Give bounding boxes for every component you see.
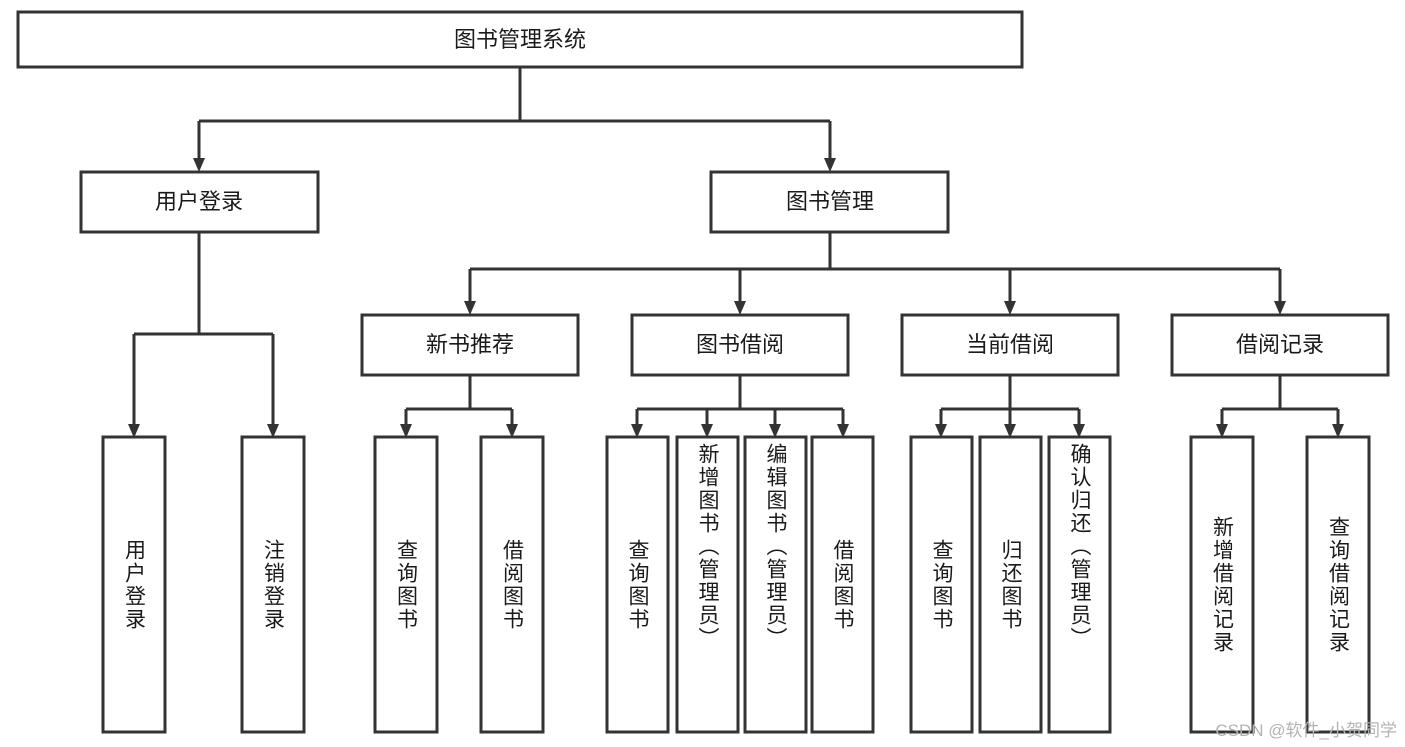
node-new-book-recommend-box[interactable]	[360, 313, 580, 377]
arrowhead-current-borrow-leaf-2	[1004, 424, 1016, 438]
node-book-borrow-label: 图书借阅	[696, 332, 784, 357]
arrowhead-new-book-leaf-1	[400, 424, 412, 438]
arrowhead-new-book-leaf-2	[506, 424, 518, 438]
arrowhead-current-borrow-leaf-3	[1073, 424, 1085, 438]
leaf-box-book-borrow-3[interactable]	[743, 435, 808, 734]
csdn-watermark: CSDN @软件_小贺同学	[1215, 721, 1397, 740]
node-book-borrow-box[interactable]	[630, 313, 850, 377]
node-book-manage-label: 图书管理	[786, 189, 874, 214]
node-borrow-record-box[interactable]	[1170, 313, 1390, 377]
leaf-box-book-borrow-4[interactable]	[810, 435, 875, 734]
node-root-box[interactable]	[16, 10, 1024, 69]
arrowhead-borrow-record	[1274, 301, 1286, 315]
node-current-borrow[interactable]: 当前借阅	[900, 313, 1120, 377]
node-current-borrow-label: 当前借阅	[966, 332, 1054, 357]
arrowhead-book-borrow-leaf-2	[701, 424, 713, 438]
arrowhead-borrow-record-leaf-1	[1216, 424, 1228, 438]
leaf-box-user-login-2[interactable]	[240, 435, 306, 734]
arrowhead-book-borrow-leaf-4	[837, 424, 849, 438]
node-book-borrow[interactable]: 图书借阅	[630, 313, 850, 377]
leaf-box-new-book-1[interactable]	[373, 435, 439, 734]
node-root-label: 图书管理系统	[454, 27, 586, 52]
node-book-manage-box[interactable]	[709, 170, 950, 234]
node-root[interactable]: 图书管理系统	[16, 10, 1024, 69]
node-new-book-recommend[interactable]: 新书推荐	[360, 313, 580, 377]
leaf-box-book-borrow-2[interactable]	[675, 435, 740, 734]
node-user-login-label: 用户登录	[155, 189, 243, 214]
node-borrow-record-label: 借阅记录	[1236, 332, 1324, 357]
node-book-manage[interactable]: 图书管理	[709, 170, 950, 234]
leaf-box-user-login-1[interactable]	[101, 435, 167, 734]
arrowhead-book-borrow	[734, 301, 746, 315]
arrowhead-leaf-user-login-1	[128, 424, 140, 438]
leaf-box-borrow-record-1[interactable]	[1189, 435, 1255, 734]
arrowhead-book-borrow-leaf-1	[631, 424, 643, 438]
node-user-login[interactable]: 用户登录	[79, 170, 320, 234]
arrowhead-current-borrow	[1004, 301, 1016, 315]
arrowhead-book-borrow-leaf-3	[769, 424, 781, 438]
arrowhead-borrow-record-leaf-2	[1332, 424, 1344, 438]
node-current-borrow-box[interactable]	[900, 313, 1120, 377]
node-borrow-record[interactable]: 借阅记录	[1170, 313, 1390, 377]
leaf-box-current-borrow-3[interactable]	[1047, 435, 1112, 734]
leaf-box-current-borrow-1[interactable]	[909, 435, 974, 734]
leaf-box-current-borrow-2[interactable]	[978, 435, 1043, 734]
arrowhead-leaf-user-login-2	[267, 424, 279, 438]
node-new-book-recommend-label: 新书推荐	[426, 332, 514, 357]
leaf-box-book-borrow-1[interactable]	[605, 435, 670, 734]
arrowhead-book-manage	[824, 158, 836, 172]
arrowhead-user-login	[193, 158, 205, 172]
arrowhead-current-borrow-leaf-1	[935, 424, 947, 438]
leaf-box-new-book-2[interactable]	[479, 435, 545, 734]
leaf-box-borrow-record-2[interactable]	[1305, 435, 1371, 734]
arrowhead-new-book	[464, 301, 476, 315]
